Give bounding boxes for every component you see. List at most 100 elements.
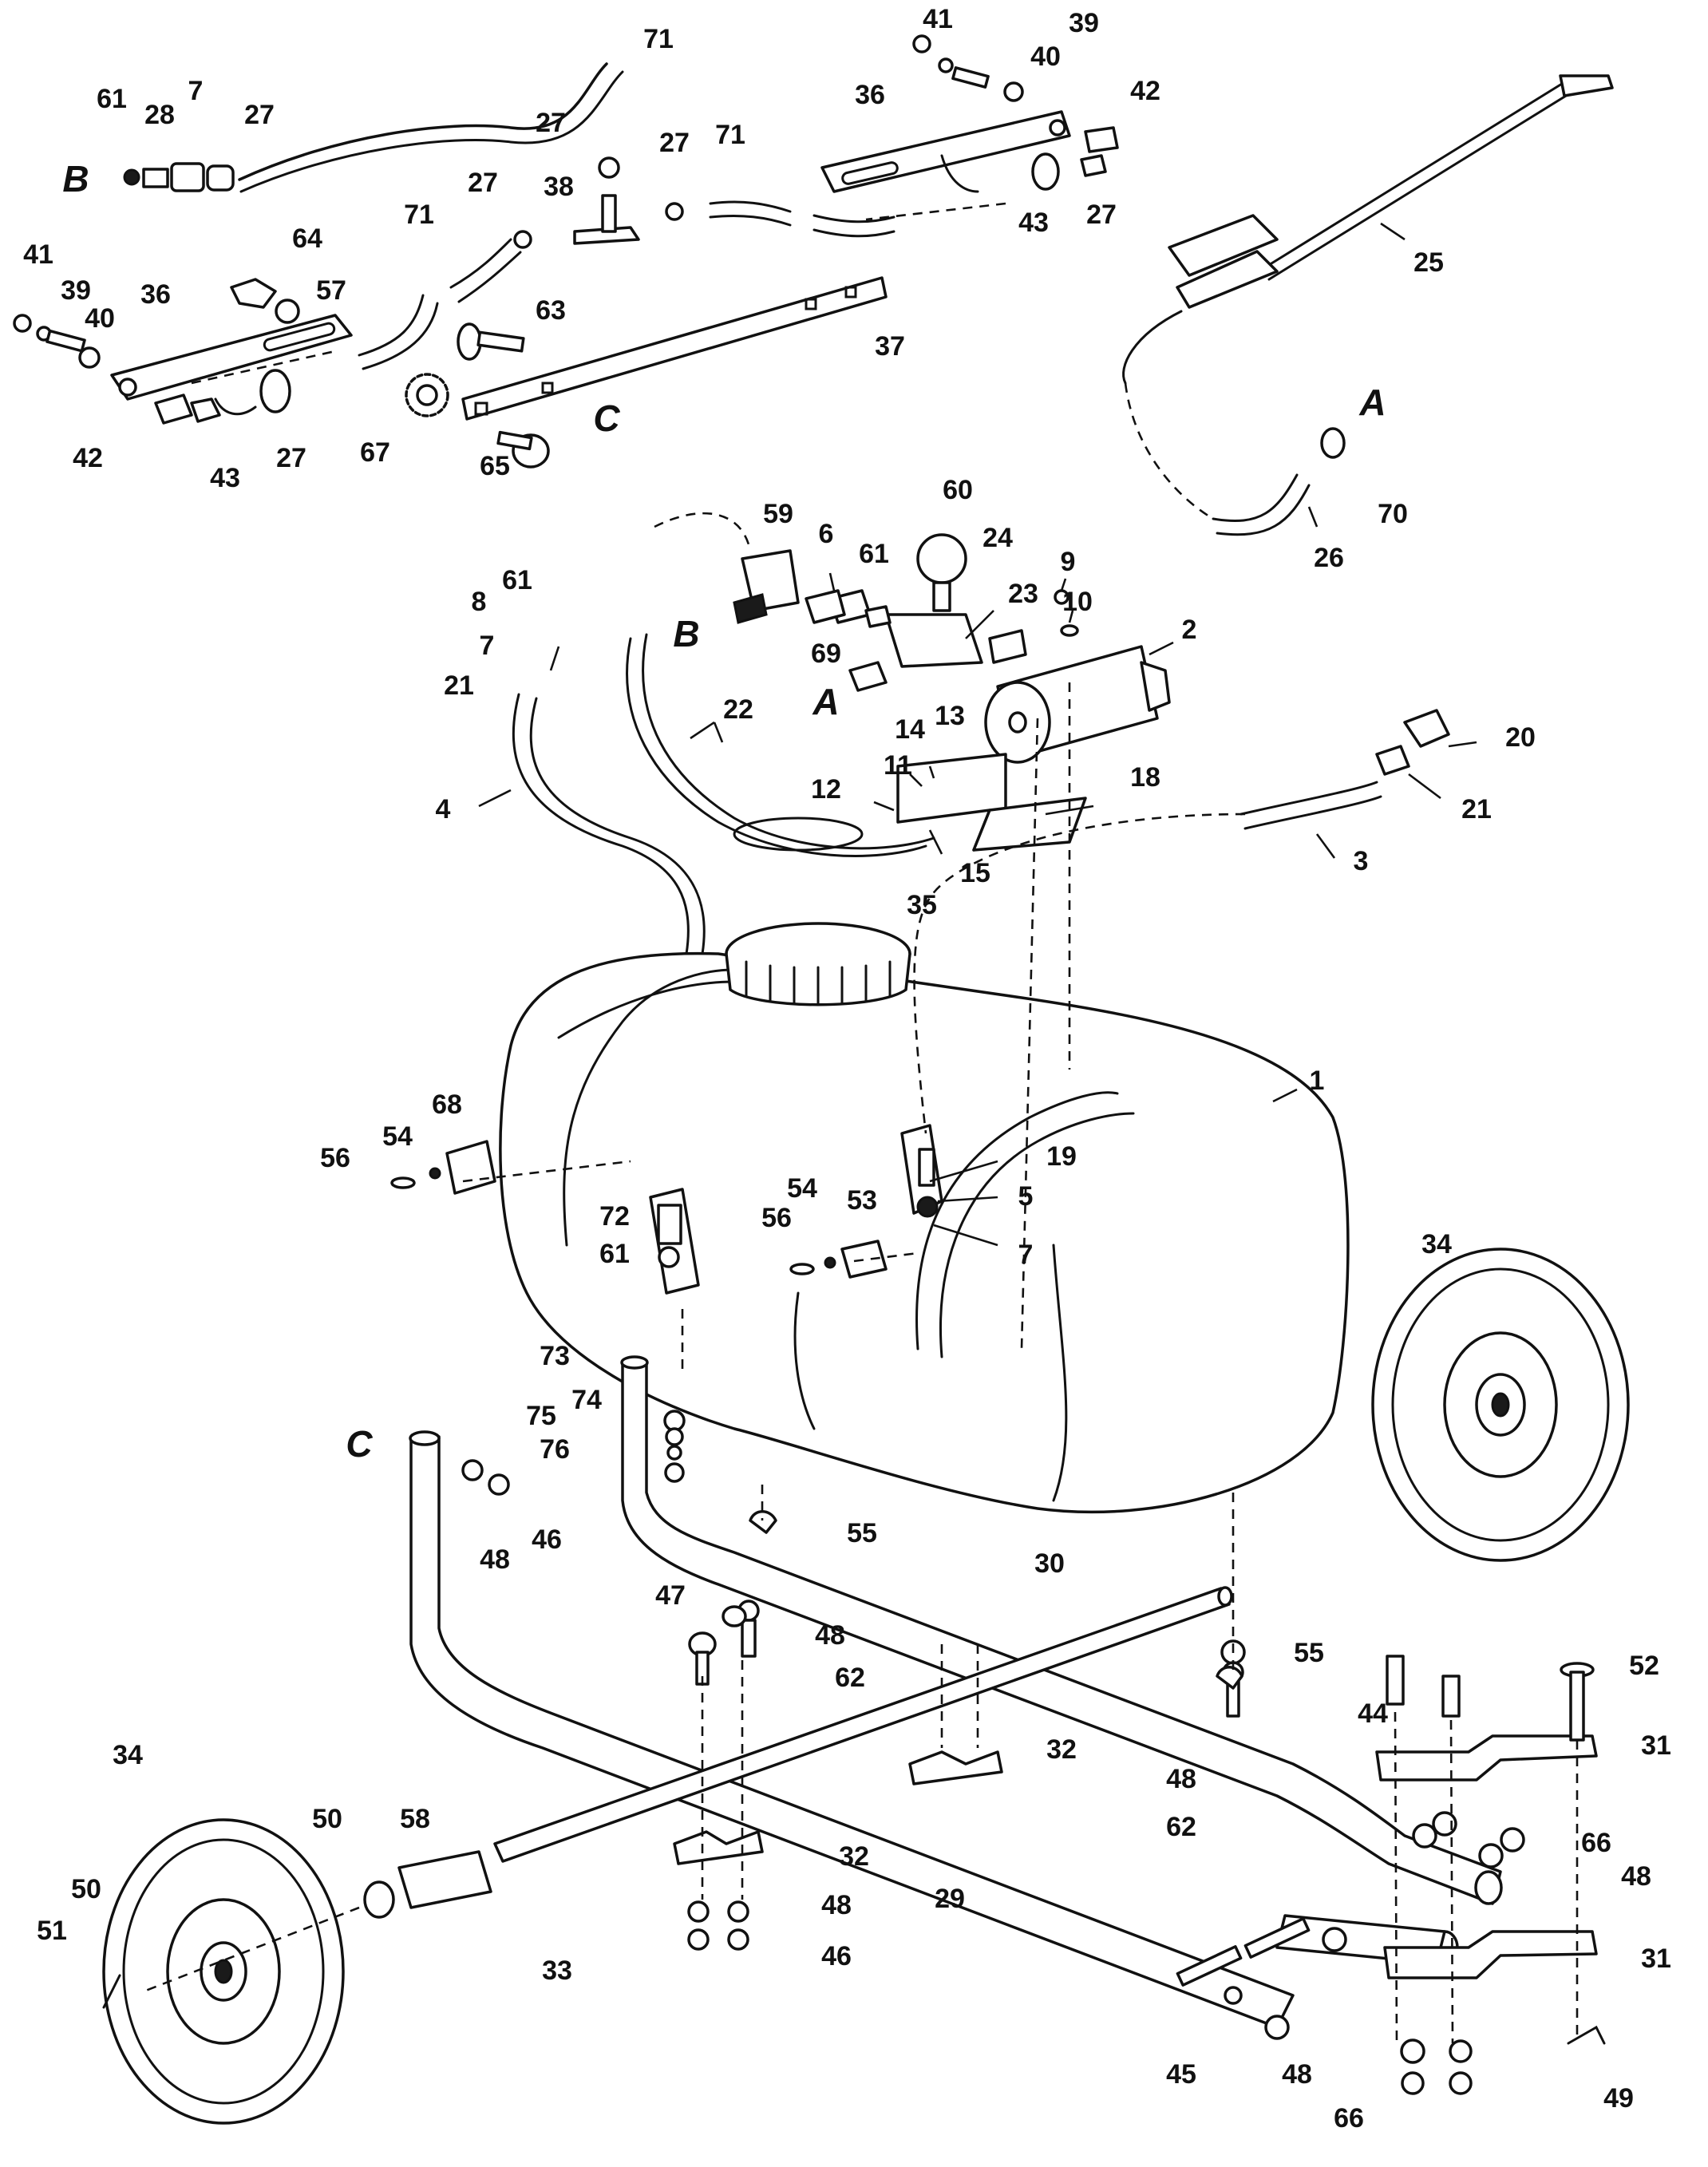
connector-letter-a: A [1358,382,1386,423]
callout-7: 7 [480,631,495,661]
callout-44: 44 [1358,1698,1388,1729]
hose-71-top [238,62,608,181]
callout-31: 31 [1641,1730,1671,1761]
callout-1: 1 [1310,1066,1325,1096]
wire-harness-22 [626,637,927,857]
callout-27: 27 [244,100,275,130]
callout-48: 48 [1621,1861,1651,1892]
callout-65: 65 [480,451,510,481]
callout-27: 27 [276,443,306,473]
callout-35: 35 [907,890,937,920]
callout-37: 37 [875,331,905,362]
tank-1 [499,951,1350,1514]
callout-12: 12 [811,774,841,805]
callout-42: 42 [1130,76,1160,106]
callout-42: 42 [73,443,103,473]
callout-60: 60 [943,475,973,505]
callout-53: 53 [847,1185,877,1216]
callout-75: 75 [526,1401,556,1431]
callout-2: 2 [1182,615,1197,645]
callout-27: 27 [468,168,498,198]
callout-8: 8 [472,587,487,617]
callout-27: 27 [659,128,690,158]
hose-71-middle [449,238,512,289]
callout-68: 68 [432,1089,462,1120]
callout-66: 66 [1581,1828,1611,1858]
hose-71-lower [358,294,425,357]
connector-letter-b: B [62,158,89,200]
callout-39: 39 [61,275,91,306]
callout-73: 73 [540,1341,570,1371]
callout-19: 19 [1046,1141,1077,1172]
callout-56: 56 [320,1143,350,1173]
callout-23: 23 [1008,579,1038,609]
callout-55: 55 [847,1518,877,1548]
callout-71: 71 [643,24,674,54]
callout-54: 54 [382,1121,413,1152]
callout-10: 10 [1062,587,1093,617]
callout-55: 55 [1294,1638,1324,1668]
callout-71: 71 [715,120,745,150]
callout-21: 21 [1461,794,1492,824]
callout-54: 54 [787,1173,817,1204]
callout-67: 67 [360,437,390,468]
callout-36: 36 [140,279,171,310]
bracket-31-lower [1383,1930,1598,1979]
callout-59: 59 [763,499,793,529]
boom-bracket-36-right [820,110,1071,193]
leader-lines [478,222,1477,1247]
callout-32: 32 [839,1841,869,1872]
callout-58: 58 [400,1804,430,1834]
callout-7: 7 [188,76,204,106]
callout-66: 66 [1334,2103,1364,2133]
connector-letter-c: C [346,1423,373,1465]
callout-57: 57 [316,275,346,306]
callout-48: 48 [480,1544,510,1575]
callout-18: 18 [1130,762,1160,793]
callout-11: 11 [884,750,912,781]
boom-bar-37 [461,276,888,421]
callout-62: 62 [1166,1812,1196,1842]
callout-31: 31 [1641,1944,1671,1974]
callout-30: 30 [1034,1548,1065,1579]
callout-69: 69 [811,639,841,669]
callout-32: 32 [1046,1734,1077,1765]
callout-13: 13 [935,701,965,731]
callout-38: 38 [544,172,574,202]
callout-61: 61 [599,1239,630,1269]
callout-39: 39 [1069,8,1099,38]
callout-61: 61 [97,84,127,114]
callout-25: 25 [1413,247,1444,278]
callout-48: 48 [815,1620,845,1651]
callout-41: 41 [923,4,953,34]
callout-51: 51 [37,1916,67,1946]
callout-49: 49 [1603,2083,1634,2114]
callout-62: 62 [835,1663,865,1693]
callout-20: 20 [1505,722,1536,753]
callout-27: 27 [536,108,566,138]
callout-27: 27 [1086,200,1117,230]
callout-47: 47 [655,1580,686,1611]
callout-5: 5 [1018,1181,1034,1212]
callout-24: 24 [982,523,1013,553]
callout-41: 41 [23,239,53,270]
callout-56: 56 [761,1203,792,1233]
callout-46: 46 [821,1941,852,1971]
callout-22: 22 [723,694,753,725]
callout-4: 4 [436,794,451,824]
callout-61: 61 [502,565,532,595]
callout-48: 48 [1166,1764,1196,1794]
callout-61: 61 [859,539,889,569]
spray-wand-25 [1263,78,1570,269]
callout-9: 9 [1061,547,1076,577]
pressure-gauge-60 [916,533,967,584]
callout-3: 3 [1354,846,1369,876]
callout-71: 71 [404,200,434,230]
callout-6: 6 [819,519,834,549]
callout-33: 33 [542,1955,572,1986]
hose-71-right [709,200,792,213]
callout-40: 40 [1030,42,1061,72]
callout-48: 48 [1282,2059,1312,2090]
callout-52: 52 [1629,1651,1659,1681]
